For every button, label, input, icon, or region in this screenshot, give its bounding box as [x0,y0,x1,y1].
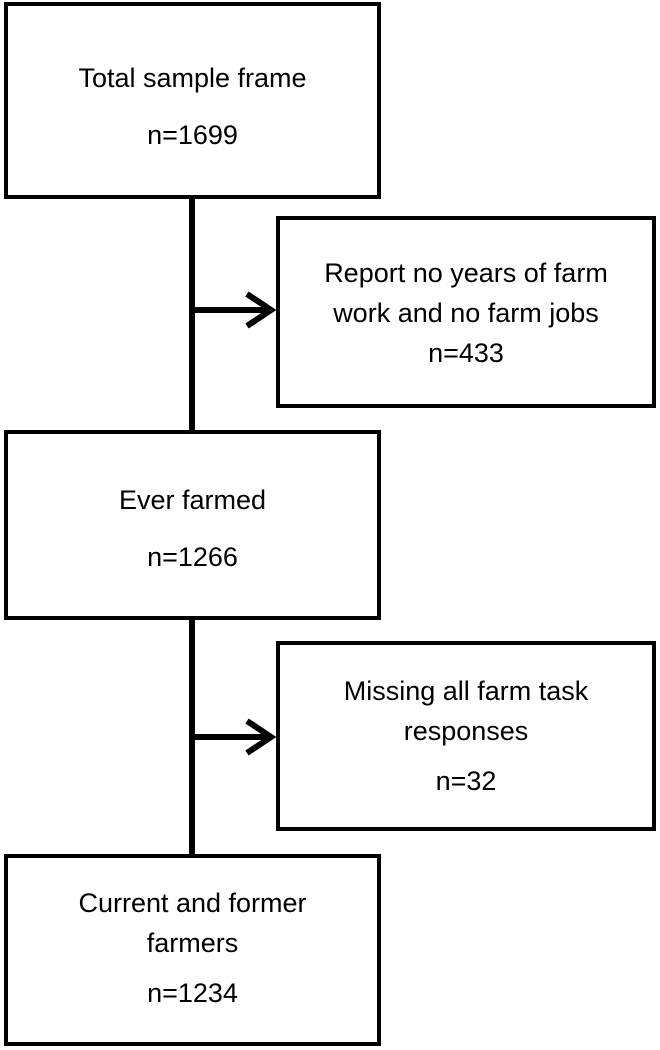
arrow-to-excluded-no-farm [195,291,277,329]
excluded-missing-box: Missing all farm task responses n=32 [276,641,656,831]
excluded-no-farm-line2: work and no farm jobs [333,298,599,328]
excluded-no-farm-box: Report no years of farm work and no farm… [276,216,656,408]
excluded-missing-count: n=32 [435,766,497,796]
connector-total-to-ever-farmed [189,197,195,433]
final-sample-line1: Current and former [78,888,307,918]
ever-farmed-count: n=1266 [147,542,238,572]
connector-ever-farmed-to-final [189,618,195,856]
ever-farmed-title: Ever farmed [118,485,267,515]
final-sample-count: n=1234 [147,978,238,1008]
final-sample-box: Current and former farmers n=1234 [4,854,381,1046]
excluded-missing-line1: Missing all farm task [343,676,589,706]
total-sample-count: n=1699 [147,120,238,150]
final-sample-line2: farmers [146,928,239,958]
total-sample-box: Total sample frame n=1699 [4,2,381,199]
excluded-no-farm-line1: Report no years of farm [324,258,608,288]
arrow-to-excluded-missing [195,718,277,756]
excluded-missing-line2: responses [403,716,529,746]
total-sample-title: Total sample frame [78,63,307,93]
ever-farmed-box: Ever farmed n=1266 [4,430,381,620]
excluded-no-farm-count: n=433 [428,338,504,368]
